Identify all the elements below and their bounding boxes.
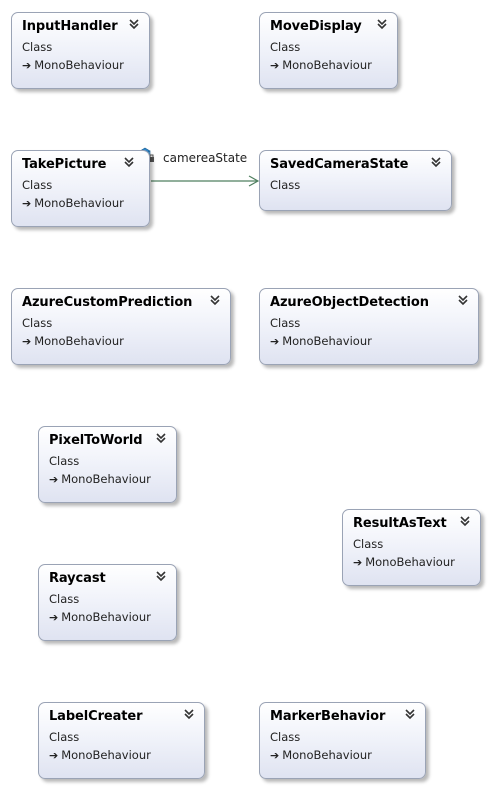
arrow-right-icon: ➔ (353, 556, 363, 569)
base-type: ➔MonoBehaviour (49, 748, 151, 762)
base-type: ➔MonoBehaviour (22, 334, 124, 348)
base-type-label: MonoBehaviour (61, 610, 151, 624)
class-box-saved-camera-state[interactable]: SavedCameraState Class (259, 150, 452, 211)
double-chevron-up-icon[interactable] (128, 18, 140, 30)
class-box-pixel-to-world[interactable]: PixelToWorld Class ➔MonoBehaviour (38, 426, 177, 503)
base-type-label: MonoBehaviour (282, 58, 372, 72)
class-name: MoveDisplay (270, 19, 362, 34)
class-name: AzureCustomPrediction (22, 295, 193, 310)
base-type: ➔MonoBehaviour (49, 610, 151, 624)
double-chevron-up-icon[interactable] (123, 156, 135, 168)
class-name: LabelCreater (49, 709, 143, 724)
class-kind: Class (22, 40, 53, 54)
arrow-right-icon: ➔ (270, 59, 280, 72)
base-type-label: MonoBehaviour (365, 555, 455, 569)
arrow-right-icon: ➔ (270, 749, 280, 762)
class-kind: Class (49, 592, 80, 606)
base-type: ➔MonoBehaviour (49, 472, 151, 486)
class-box-marker-behavior[interactable]: MarkerBehavior Class ➔MonoBehaviour (259, 702, 426, 779)
double-chevron-up-icon[interactable] (376, 18, 388, 30)
class-kind: Class (353, 537, 384, 551)
class-box-azure-object-detection[interactable]: AzureObjectDetection Class ➔MonoBehaviou… (259, 288, 479, 365)
double-chevron-up-icon[interactable] (459, 515, 471, 527)
class-name: ResultAsText (353, 516, 447, 531)
arrow-right-icon: ➔ (22, 197, 32, 210)
double-chevron-up-icon[interactable] (209, 294, 221, 306)
class-box-result-as-text[interactable]: ResultAsText Class ➔MonoBehaviour (342, 509, 481, 586)
class-box-label-creater[interactable]: LabelCreater Class ➔MonoBehaviour (38, 702, 205, 779)
class-name: InputHandler (22, 19, 118, 34)
class-kind: Class (270, 178, 301, 192)
base-type-label: MonoBehaviour (61, 748, 151, 762)
class-box-input-handler[interactable]: InputHandler Class ➔MonoBehaviour (11, 12, 150, 89)
class-name: MarkerBehavior (270, 709, 386, 724)
arrow-right-icon: ➔ (49, 749, 59, 762)
arrow-right-icon: ➔ (49, 473, 59, 486)
class-box-azure-custom-prediction[interactable]: AzureCustomPrediction Class ➔MonoBehavio… (11, 288, 231, 365)
class-kind: Class (49, 454, 80, 468)
double-chevron-up-icon[interactable] (155, 432, 167, 444)
base-type-label: MonoBehaviour (61, 472, 151, 486)
double-chevron-up-icon[interactable] (183, 708, 195, 720)
class-box-move-display[interactable]: MoveDisplay Class ➔MonoBehaviour (259, 12, 398, 89)
class-box-raycast[interactable]: Raycast Class ➔MonoBehaviour (38, 564, 177, 641)
base-type-label: MonoBehaviour (282, 334, 372, 348)
base-type: ➔MonoBehaviour (353, 555, 455, 569)
class-name: PixelToWorld (49, 433, 143, 448)
base-type: ➔MonoBehaviour (270, 334, 372, 348)
base-type-label: MonoBehaviour (34, 334, 124, 348)
class-kind: Class (270, 316, 301, 330)
arrow-right-icon: ➔ (270, 335, 280, 348)
base-type-label: MonoBehaviour (34, 58, 124, 72)
class-name: SavedCameraState (270, 157, 409, 172)
arrow-right-icon: ➔ (22, 335, 32, 348)
class-kind: Class (270, 730, 301, 744)
base-type: ➔MonoBehaviour (22, 58, 124, 72)
base-type: ➔MonoBehaviour (270, 748, 372, 762)
base-type: ➔MonoBehaviour (270, 58, 372, 72)
base-type: ➔MonoBehaviour (22, 196, 124, 210)
double-chevron-up-icon[interactable] (457, 294, 469, 306)
double-chevron-up-icon[interactable] (404, 708, 416, 720)
association-label: camereaState (163, 151, 248, 165)
class-kind: Class (270, 40, 301, 54)
base-type-label: MonoBehaviour (282, 748, 372, 762)
arrow-right-icon: ➔ (22, 59, 32, 72)
double-chevron-up-icon[interactable] (155, 570, 167, 582)
base-type-label: MonoBehaviour (34, 196, 124, 210)
class-name: Raycast (49, 571, 106, 586)
class-name: AzureObjectDetection (270, 295, 429, 310)
class-name: TakePicture (22, 157, 107, 172)
class-kind: Class (49, 730, 80, 744)
arrow-right-icon: ➔ (49, 611, 59, 624)
class-kind: Class (22, 178, 53, 192)
class-kind: Class (22, 316, 53, 330)
double-chevron-up-icon[interactable] (430, 156, 442, 168)
class-box-take-picture[interactable]: TakePicture Class ➔MonoBehaviour (11, 150, 150, 227)
